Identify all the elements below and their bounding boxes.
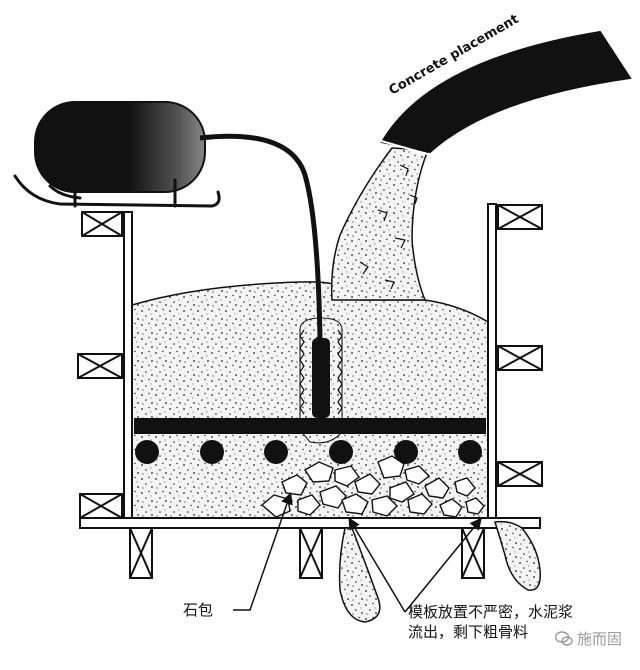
leak-leader-1: [348, 517, 406, 613]
stream-chunks: [359, 164, 418, 290]
rebar-bars: [135, 440, 482, 464]
rebar-beam: [134, 418, 486, 434]
leak-explanation-label: 模板放置不严密，水泥浆 流出，剩下粗骨料: [408, 602, 573, 642]
wechat-bubble-icon: [555, 630, 573, 646]
pipe-outlet-rim: [377, 139, 435, 157]
leak-label-line-1: 模板放置不严密，水泥浆: [408, 603, 574, 621]
coarse-aggregate: [260, 455, 485, 518]
leak-label-line-2: 流出，剩下粗骨料: [408, 623, 529, 641]
concrete-placement-pipe: [380, 30, 632, 154]
watermark: 施而固: [555, 628, 622, 649]
stone-pocket-leader: [233, 492, 293, 611]
leaking-paste-right: [494, 520, 541, 591]
vibrator-tank: [34, 101, 206, 193]
vibration-outline: [299, 317, 343, 444]
vibrator-head: [312, 338, 330, 418]
leak-leader-2: [404, 517, 482, 613]
formwork: [79, 203, 541, 529]
tank-stand: [13, 174, 221, 208]
watermark-text: 施而固: [577, 630, 623, 648]
stone-pocket-label: 石包: [183, 601, 214, 619]
vibrator-hose: [199, 133, 323, 341]
leaking-paste-left: [338, 527, 381, 623]
formwork-braces: [77, 204, 543, 579]
concrete-stream: [330, 147, 430, 301]
